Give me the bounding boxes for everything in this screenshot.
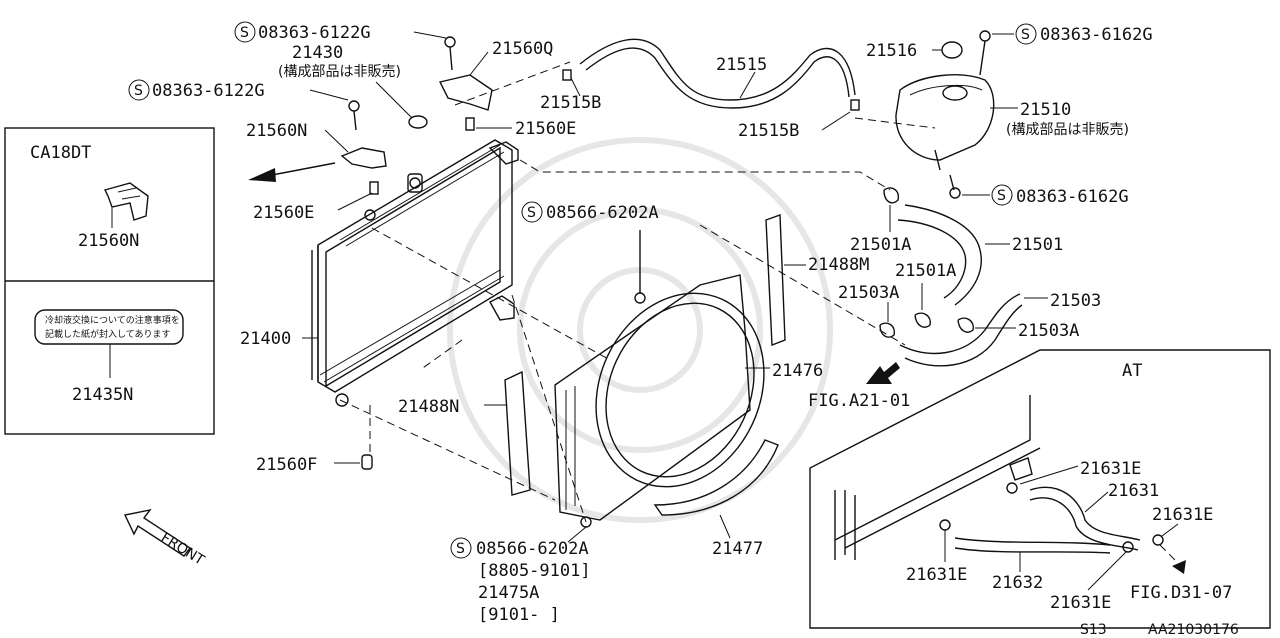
- label-21503a-2: 21503A: [1018, 321, 1079, 341]
- label-21430-note: (構成部品は非販売): [278, 64, 401, 80]
- inset-pointer-arrow: [248, 162, 336, 182]
- bolt-08363-6122g-top: [413, 31, 456, 71]
- label-21503a-1: 21503A: [838, 283, 899, 303]
- bolt-08363-6162g-top: [979, 30, 1014, 76]
- sticker-line-2: 記載した紙が封入してあります: [45, 328, 170, 340]
- label-08363-6162g-bot: 08363-6162G: [1016, 187, 1129, 207]
- assembly-lines: [339, 61, 936, 523]
- clip-21515b-right: [821, 99, 860, 131]
- clip-21560e-left: [337, 181, 379, 211]
- bracket-21560n: [324, 129, 387, 169]
- front-arrow: [123, 508, 192, 557]
- inset-at: AT: [809, 349, 1271, 629]
- bolt-08566-6202a-top: [634, 230, 646, 304]
- label-21560e-left: 21560E: [253, 203, 314, 223]
- label-21501: 21501: [1012, 235, 1063, 255]
- inset-ca18dt: CA18DT 21560N 冷却液交換についての注意事項を 記載した紙が封入して…: [4, 127, 215, 435]
- bolt-08363-6162g-bot: [949, 174, 990, 199]
- label-21430: 21430: [292, 43, 343, 63]
- cap-21516: [932, 41, 963, 59]
- inset-at-title: AT: [1122, 361, 1142, 381]
- label-21631: 21631: [1108, 481, 1159, 501]
- clip-21560f: [334, 454, 373, 470]
- label-date-2: [9101- ]: [478, 605, 560, 625]
- svg-text:S: S: [240, 25, 249, 41]
- seal-21488n: [484, 370, 531, 496]
- label-21516: 21516: [866, 41, 917, 61]
- clip-21515b-top: [562, 69, 581, 97]
- label-21560n: 21560N: [246, 121, 307, 141]
- label-code: AA21030176: [1148, 622, 1239, 638]
- label-fig-d31-07: FIG.D31-07: [1130, 583, 1232, 603]
- label-21515b-right: 21515B: [738, 121, 799, 141]
- label-fig-a21-01: FIG.A21-01: [808, 391, 910, 411]
- clip-21560e-top: [465, 117, 512, 131]
- svg-text:S: S: [456, 541, 465, 557]
- bracket-21560q: [438, 51, 493, 111]
- label-21631e-3: 21631E: [906, 565, 967, 585]
- hose-21503: [899, 293, 1048, 367]
- hose-21515: [579, 38, 856, 109]
- label-08363-6162g-top: 08363-6162G: [1040, 25, 1153, 45]
- radiator-21400: [302, 139, 519, 407]
- fan-shroud-21476: [554, 274, 770, 521]
- clamp-21501a-1: [883, 187, 899, 232]
- watermark-emblem: [447, 137, 833, 523]
- label-21510: 21510: [1020, 100, 1071, 120]
- bracket-21560n-inset: [103, 182, 149, 221]
- label-21515b-top: 21515B: [540, 93, 601, 113]
- svg-text:S: S: [997, 188, 1006, 204]
- label-date-1: [8805-9101]: [478, 561, 591, 581]
- bolt-08363-6122g-mid: [309, 89, 360, 131]
- label-21488m: 21488M: [808, 255, 869, 275]
- lower-shroud-21477: [653, 439, 779, 539]
- label-21632: 21632: [992, 573, 1043, 593]
- part-labels: S 08363-6122G 21430 (構成部品は非販売) 21560Q S …: [128, 21, 1239, 638]
- label-21501a-1: 21501A: [850, 235, 911, 255]
- label-21560e-top: 21560E: [515, 119, 576, 139]
- label-21477: 21477: [712, 539, 763, 559]
- label-21515: 21515: [716, 55, 767, 75]
- label-21510-note: (構成部品は非販売): [1006, 122, 1129, 138]
- label-21475a: 21475A: [478, 583, 539, 603]
- label-front: FRONT: [158, 530, 207, 569]
- clamp-21503a-1: [879, 302, 895, 338]
- label-21631e-2: 21631E: [1152, 505, 1213, 525]
- label-21503: 21503: [1050, 291, 1101, 311]
- label-21476: 21476: [772, 361, 823, 381]
- label-08566-6202a-bot: 08566-6202A: [476, 539, 589, 559]
- svg-text:S: S: [527, 205, 536, 221]
- label-08363-6122g-mid: 08363-6122G: [152, 81, 265, 101]
- label-21435n: 21435N: [72, 385, 133, 405]
- label-21631e-4: 21631E: [1050, 593, 1111, 613]
- sticker-line-1: 冷却液交換についての注意事項を: [45, 314, 180, 326]
- cap-21430: [375, 81, 428, 129]
- reservoir-tank-21510: [895, 74, 1018, 171]
- inset-ca18dt-title: CA18DT: [30, 143, 91, 163]
- label-21501a-2: 21501A: [895, 261, 956, 281]
- label-21560q: 21560Q: [492, 39, 553, 59]
- label-21488n: 21488N: [398, 397, 459, 417]
- label-21560f: 21560F: [256, 455, 317, 475]
- svg-text:S: S: [134, 83, 143, 99]
- fig-a21-arrow: [866, 362, 900, 384]
- hose-21501: [897, 204, 1010, 306]
- label-21400: 21400: [240, 329, 291, 349]
- sticker-21435n: 冷却液交換についての注意事項を 記載した紙が封入してあります: [34, 309, 184, 345]
- label-21560n-inset: 21560N: [78, 231, 139, 251]
- label-08363-6122g-top: 08363-6122G: [258, 23, 371, 43]
- label-sheet: S13: [1080, 622, 1107, 638]
- label-21631e-1: 21631E: [1080, 459, 1141, 479]
- clamp-21501a-2: [914, 283, 931, 328]
- svg-text:S: S: [1021, 27, 1030, 43]
- clamp-21503a-2: [957, 317, 1016, 333]
- label-08566-6202a-top: 08566-6202A: [546, 203, 659, 223]
- seal-21488m: [765, 214, 806, 347]
